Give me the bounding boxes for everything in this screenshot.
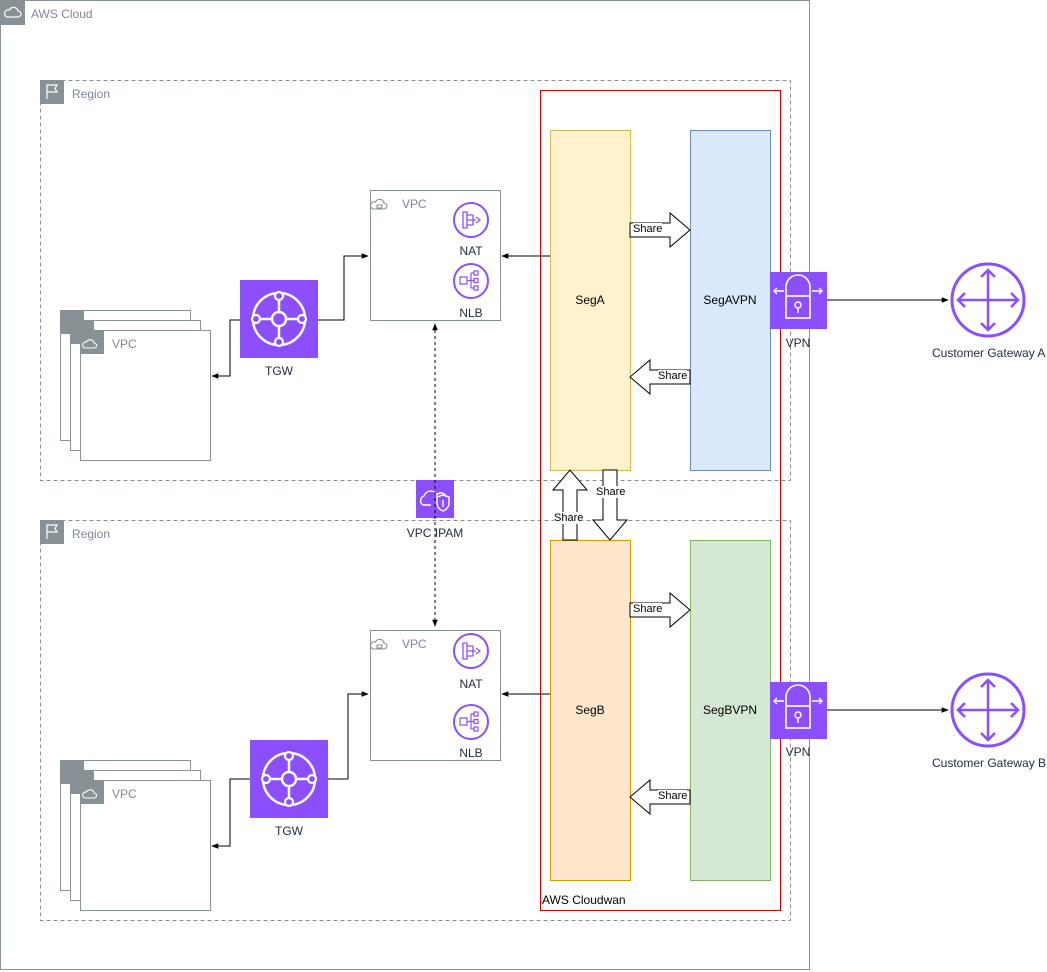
segment-segbvpn-label: SegBVPN [702, 703, 758, 717]
region-label: Region [72, 527, 111, 541]
cloudwan-label: AWS Cloudwan [542, 893, 626, 907]
segment-segb-label: SegB [575, 703, 605, 717]
nat-gateway-icon [453, 202, 489, 238]
nat-label: NAT [459, 244, 483, 258]
segment-segbvpn[interactable] [690, 540, 771, 881]
region-group-top [40, 80, 791, 481]
vpc-label: VPC [402, 637, 427, 651]
region-flag-icon [40, 520, 64, 544]
share-label: Share [658, 370, 688, 382]
segment-segavpn[interactable] [690, 130, 771, 471]
tgw-label: TGW [275, 824, 303, 838]
aws-cloud-label: AWS Cloud [31, 7, 93, 21]
region-label: Region [72, 87, 111, 101]
transit-gateway-icon [250, 740, 328, 818]
region-flag-icon [40, 80, 64, 104]
vpn-lock-icon [770, 272, 827, 329]
share-label: Share [554, 512, 584, 524]
customer-gateway-a-label: Customer Gateway A [932, 346, 1046, 360]
vpc-label: VPC [402, 197, 427, 211]
vpc-cloud-icon [82, 339, 98, 349]
segment-sega-label: SegA [575, 293, 605, 307]
segment-segavpn-label: SegAVPN [703, 293, 757, 307]
transit-gateway-icon [240, 280, 318, 358]
vpc-stack-label: VPC [112, 787, 137, 801]
vpn-label: VPN [785, 336, 811, 350]
nlb-label: NLB [459, 746, 483, 760]
region-group-bottom [40, 520, 791, 921]
cloud-icon [1, 1, 25, 25]
customer-gateway-icon [950, 672, 1026, 748]
vpc-cloud-icon [369, 638, 388, 650]
nat-label: NAT [459, 677, 483, 691]
nat-gateway-icon [453, 633, 489, 669]
vpc-stack-bottom [60, 760, 211, 911]
vpc-stack-top [60, 310, 211, 461]
customer-gateway-b-label: Customer Gateway B [932, 756, 1047, 770]
share-label: Share [633, 603, 663, 615]
aws-cloud-group [0, 0, 810, 970]
vpc-cloud-icon [82, 789, 98, 799]
connectors [211, 253, 949, 849]
share-label: Share [596, 486, 626, 498]
share-label: Share [658, 790, 688, 802]
tgw-label: TGW [265, 364, 293, 378]
cloudwan-box [540, 90, 781, 911]
segment-sega[interactable] [550, 130, 631, 471]
share-label: Share [633, 223, 663, 235]
customer-gateway-icon [950, 262, 1026, 338]
load-balancer-icon [453, 704, 489, 740]
vpc-ipam-label: VPC IPAM [406, 526, 464, 540]
vpn-label: VPN [785, 745, 811, 759]
vpc-cloud-icon [369, 198, 388, 210]
vpc-stack-label: VPC [112, 337, 137, 351]
nlb-label: NLB [459, 306, 483, 320]
load-balancer-icon [453, 263, 489, 299]
segment-segb[interactable] [550, 540, 631, 881]
vpn-lock-icon [770, 682, 827, 739]
